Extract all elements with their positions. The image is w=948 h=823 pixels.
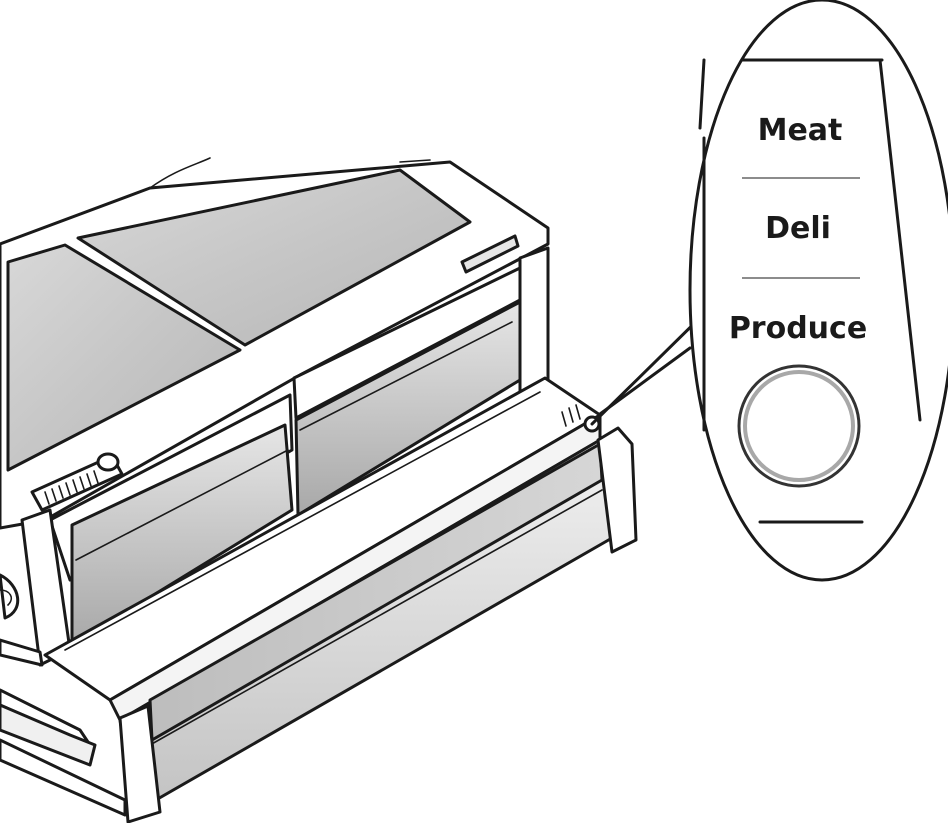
control-panel-callout: Meat Deli Produce: [690, 0, 948, 580]
selector-button[interactable]: [739, 366, 859, 486]
label-meat: Meat: [758, 113, 843, 148]
label-deli: Deli: [765, 211, 831, 246]
label-produce: Produce: [729, 311, 867, 346]
